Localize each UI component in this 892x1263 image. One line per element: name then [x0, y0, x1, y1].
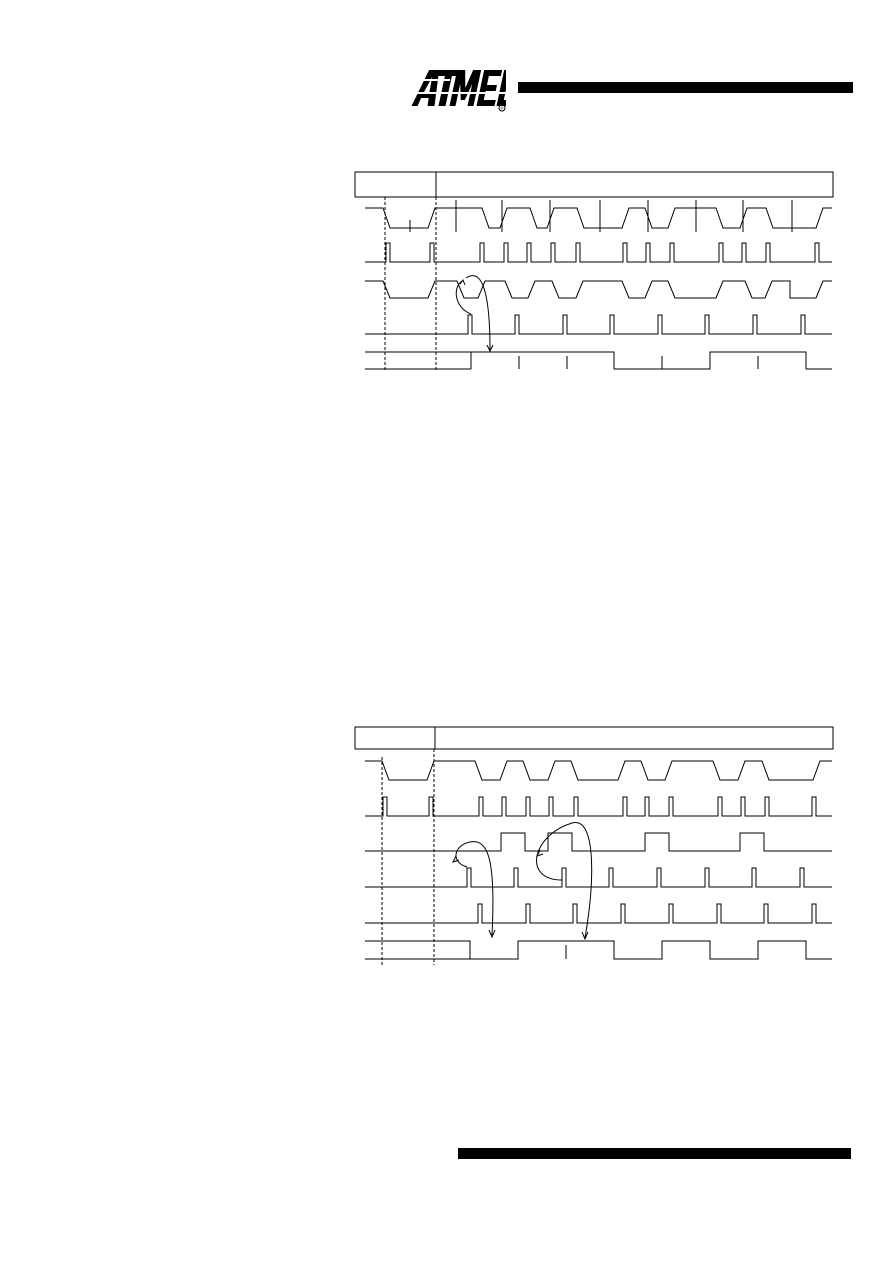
- data-ticks-1: [518, 356, 759, 369]
- causality-arrow: [536, 822, 593, 939]
- signal-clock-1: [365, 207, 832, 229]
- causality-arrow: [465, 275, 491, 351]
- timing-diagram-1-svg: [354, 171, 834, 370]
- causality-arrow: [455, 841, 494, 936]
- signal-pulse-4: [365, 832, 832, 852]
- header-bar: [354, 726, 834, 750]
- timing-diagram-2: [352, 725, 836, 965]
- arrow-head: [536, 849, 544, 857]
- signal-data-2: [365, 940, 832, 960]
- signal-clock-2: [365, 760, 832, 781]
- arrow-head: [581, 931, 589, 941]
- atmel-logo-svg: ®: [411, 70, 513, 112]
- arrow-head: [459, 278, 466, 286]
- timing-diagram-1: [352, 170, 836, 375]
- arrow-head: [486, 344, 494, 353]
- signal-pulse-3: [365, 796, 832, 817]
- signal-trapezoid-1: [365, 280, 832, 299]
- atmel-logo-icon: ®: [410, 66, 513, 112]
- signal-pulse-5: [365, 867, 832, 888]
- footer-rule: [458, 1148, 851, 1159]
- signal-pulse-6: [365, 903, 832, 924]
- timing-diagram-2-svg: [354, 726, 834, 965]
- signal-data-1: [365, 351, 832, 370]
- causality-arrow: [455, 280, 472, 315]
- registered-mark: ®: [501, 106, 504, 111]
- clock-ticks-1: [455, 200, 793, 232]
- signal-pulse-1: [365, 242, 832, 263]
- arrow-head: [488, 929, 496, 939]
- header-rule: [518, 82, 853, 93]
- arrow-head: [452, 855, 460, 863]
- header-bar: [354, 171, 834, 198]
- signal-pulse-2: [365, 314, 832, 335]
